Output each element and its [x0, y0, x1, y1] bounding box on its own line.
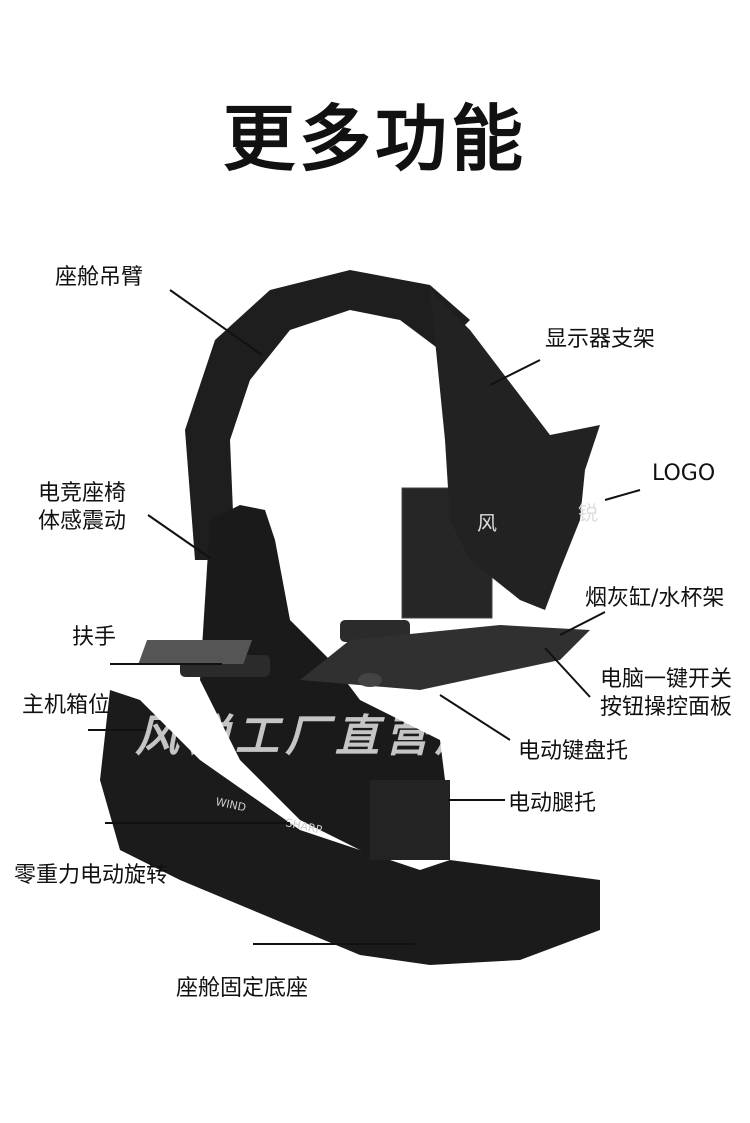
panel-char-1: 风 — [477, 511, 497, 535]
label-power-line1: 电脑一键开关 — [600, 667, 733, 692]
label-monitor-stand: 显示器支架 — [545, 327, 656, 352]
page-title: 更多功能 — [222, 97, 527, 181]
watermark: 风锐工厂直营店 — [135, 711, 450, 762]
label-armrest: 扶手 — [72, 625, 117, 650]
cockpit-arch — [185, 270, 470, 560]
label-keyboard-tray: 电动键盘托 — [518, 739, 629, 764]
label-cockpit-arm: 座舱吊臂 — [55, 265, 144, 290]
label-power-line2: 按钮操控面板 — [600, 695, 733, 720]
label-pc-case: 主机箱位 — [22, 693, 111, 718]
gaming-chair — [200, 505, 450, 860]
cockpit-base — [100, 690, 600, 965]
label-chair-line2: 体感震动 — [38, 509, 127, 534]
leader-lines — [88, 289, 641, 945]
leg-rest — [370, 780, 450, 860]
label-chair-line1: 电竞座椅 — [38, 481, 127, 506]
mouse — [358, 673, 382, 687]
label-ashtray: 烟灰缸/水杯架 — [585, 586, 725, 611]
monitor-stand-panel — [430, 290, 600, 610]
label-logo: LOGO — [652, 461, 716, 486]
panel-char-2: 锐 — [578, 501, 598, 525]
keyboard — [138, 640, 253, 664]
brand-left: WIND — [214, 795, 247, 814]
label-zero-gravity: 零重力电动旋转 — [14, 863, 169, 888]
label-base: 座舱固定底座 — [176, 976, 309, 1001]
label-leg-rest: 电动腿托 — [508, 791, 597, 816]
